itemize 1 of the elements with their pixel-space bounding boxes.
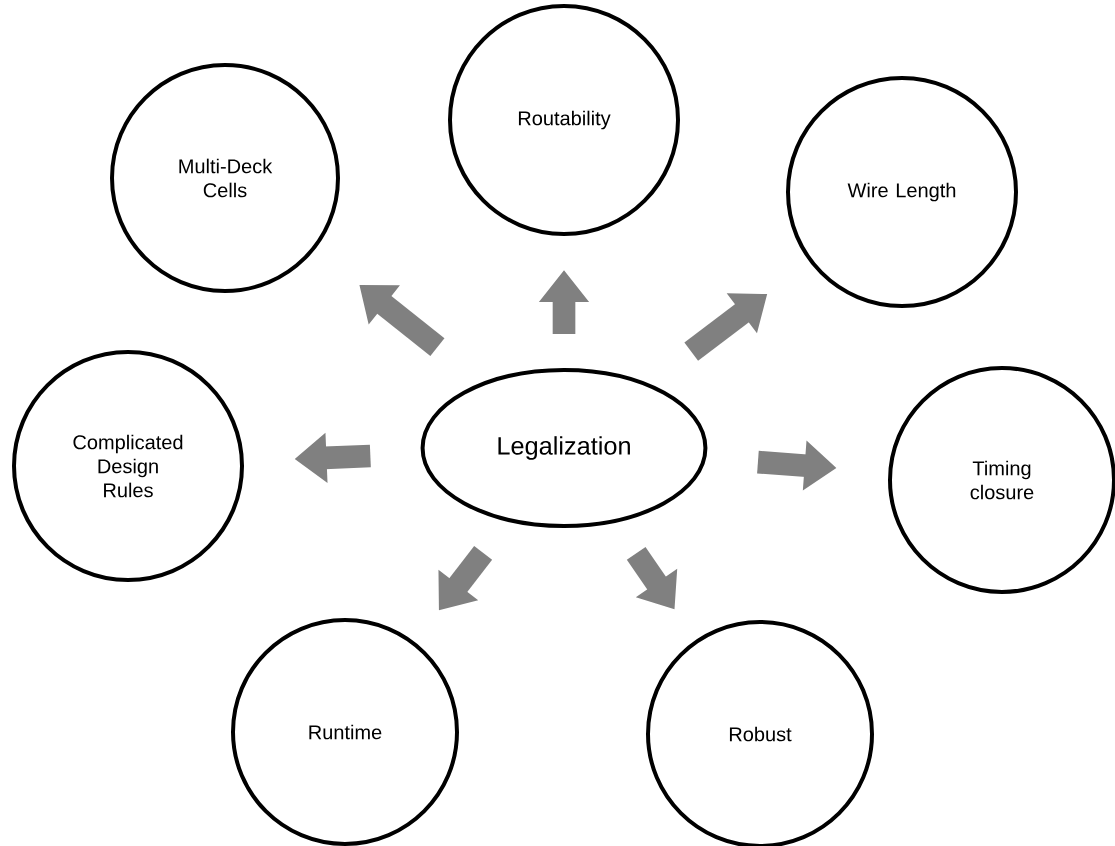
oval: Legalization — [420, 368, 708, 528]
